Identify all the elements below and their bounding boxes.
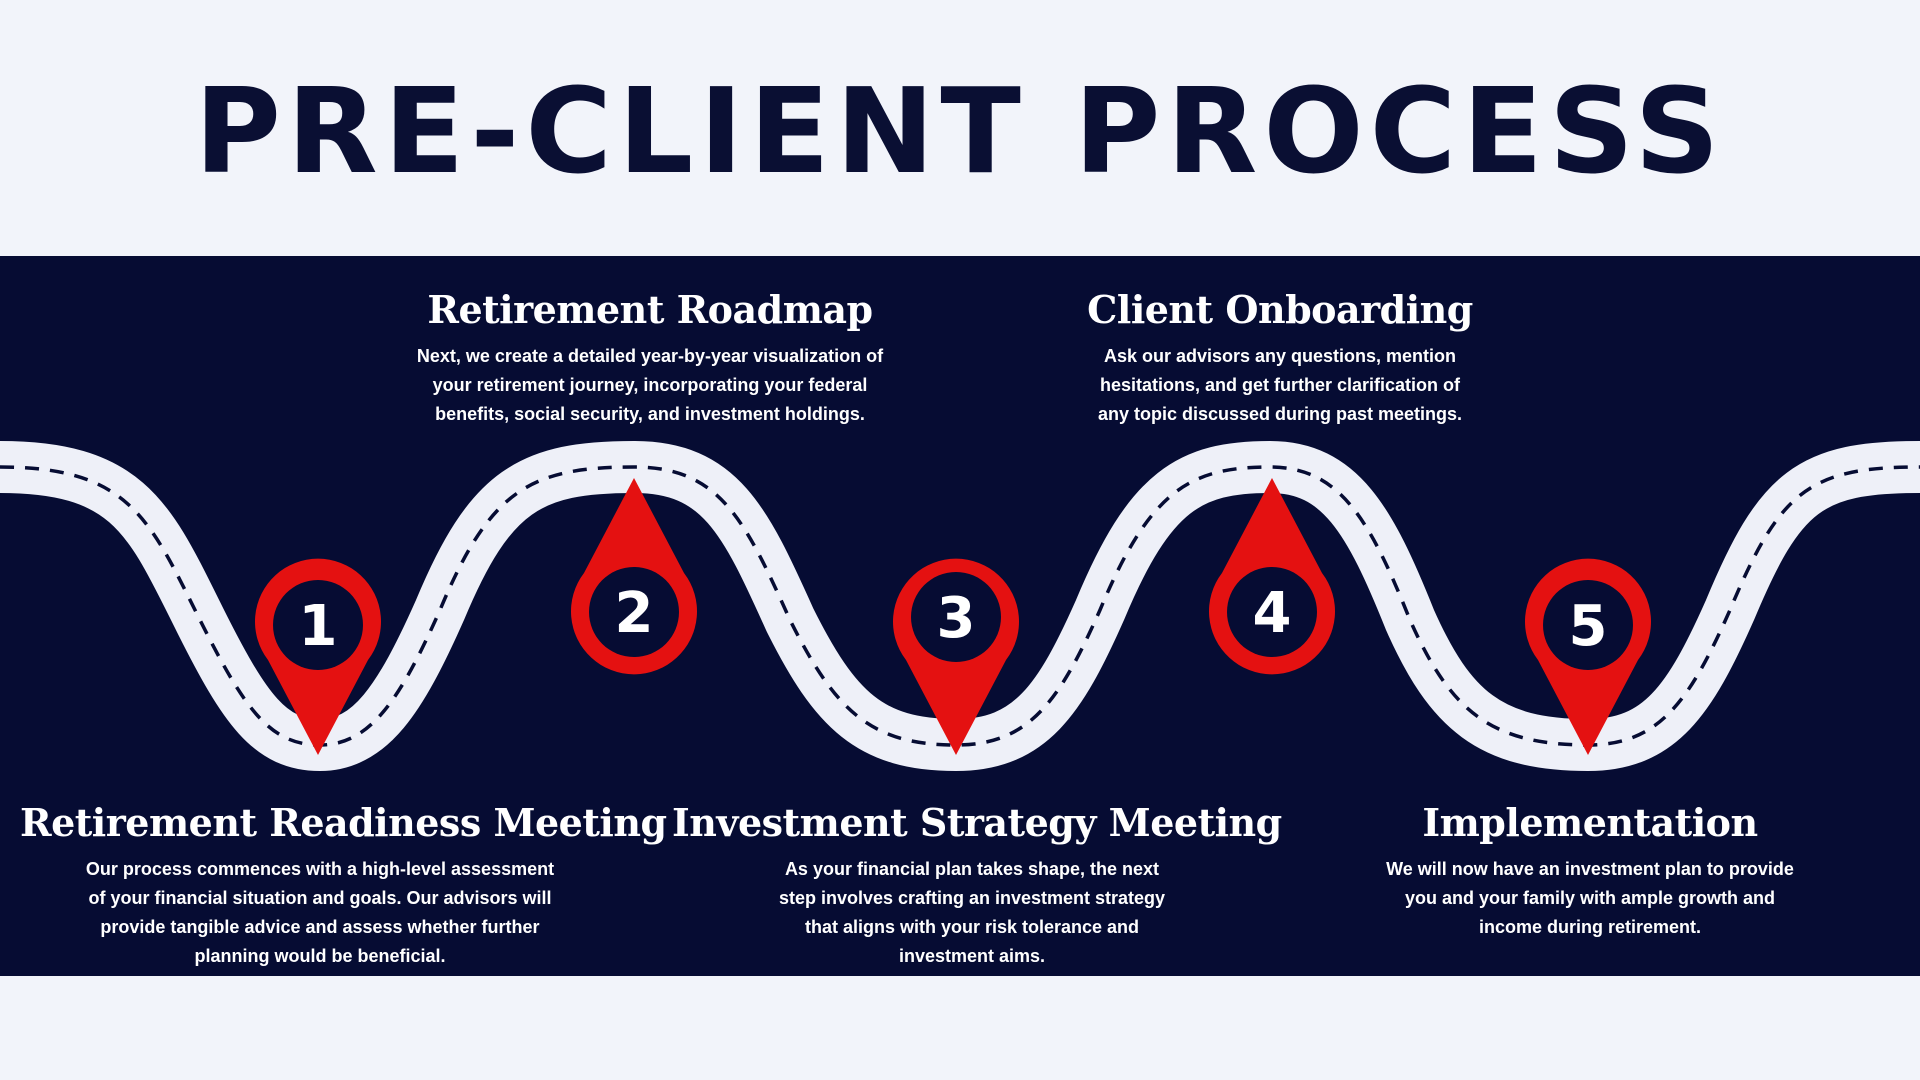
step-implementation: Implementation We will now have an inves… [1340, 800, 1840, 942]
step-title: Implementation [1422, 800, 1758, 845]
step-title: Retirement Readiness Meeting [20, 800, 667, 845]
map-pin-icon: 3 [893, 558, 1020, 755]
step-description: Next, we create a detailed year-by-year … [416, 346, 884, 424]
step-description: Ask our advisors any questions, mention … [1097, 346, 1463, 424]
step-investment-strategy: Investment Strategy Meeting As your fina… [672, 800, 1282, 971]
step-title: Retirement Roadmap [427, 287, 873, 332]
map-pin-icon: 1 [255, 558, 381, 755]
step-client-onboarding: Client Onboarding Ask our advisors any q… [1050, 287, 1510, 429]
pin-number-4: 4 [1253, 581, 1292, 646]
map-pin-icon: 4 [1209, 478, 1335, 675]
map-pin-icon: 5 [1525, 558, 1652, 755]
step-title: Client Onboarding [1087, 287, 1473, 332]
step-description: Our process commences with a high-level … [85, 859, 555, 966]
page-title: PRE-CLIENT PROCESS [194, 62, 1726, 200]
pin-number-3: 3 [937, 586, 976, 651]
pin-number-2: 2 [615, 581, 654, 646]
map-pin-icon: 2 [571, 478, 698, 675]
step-retirement-readiness: Retirement Readiness Meeting Our process… [20, 800, 667, 971]
step-title: Investment Strategy Meeting [672, 800, 1282, 845]
step-description: As your financial plan takes shape, the … [778, 859, 1166, 966]
pin-number-5: 5 [1569, 594, 1608, 659]
step-description: We will now have an investment plan to p… [1386, 859, 1794, 937]
step-retirement-roadmap: Retirement Roadmap Next, we create a det… [390, 287, 910, 429]
pin-number-1: 1 [299, 594, 338, 659]
